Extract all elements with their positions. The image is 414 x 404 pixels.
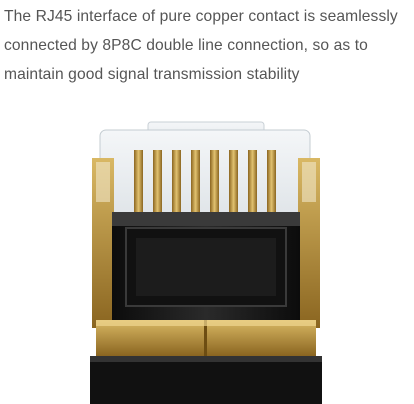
caption-line-2: connected by 8P8C double line connection… (4, 37, 368, 54)
caption-text: The RJ45 interface of pure copper contac… (4, 2, 408, 89)
caption-line-1: The RJ45 interface of pure copper contac… (4, 8, 398, 25)
copper-contacts (134, 150, 276, 228)
caption-line-3: maintain good signal transmission stabil… (4, 66, 300, 83)
